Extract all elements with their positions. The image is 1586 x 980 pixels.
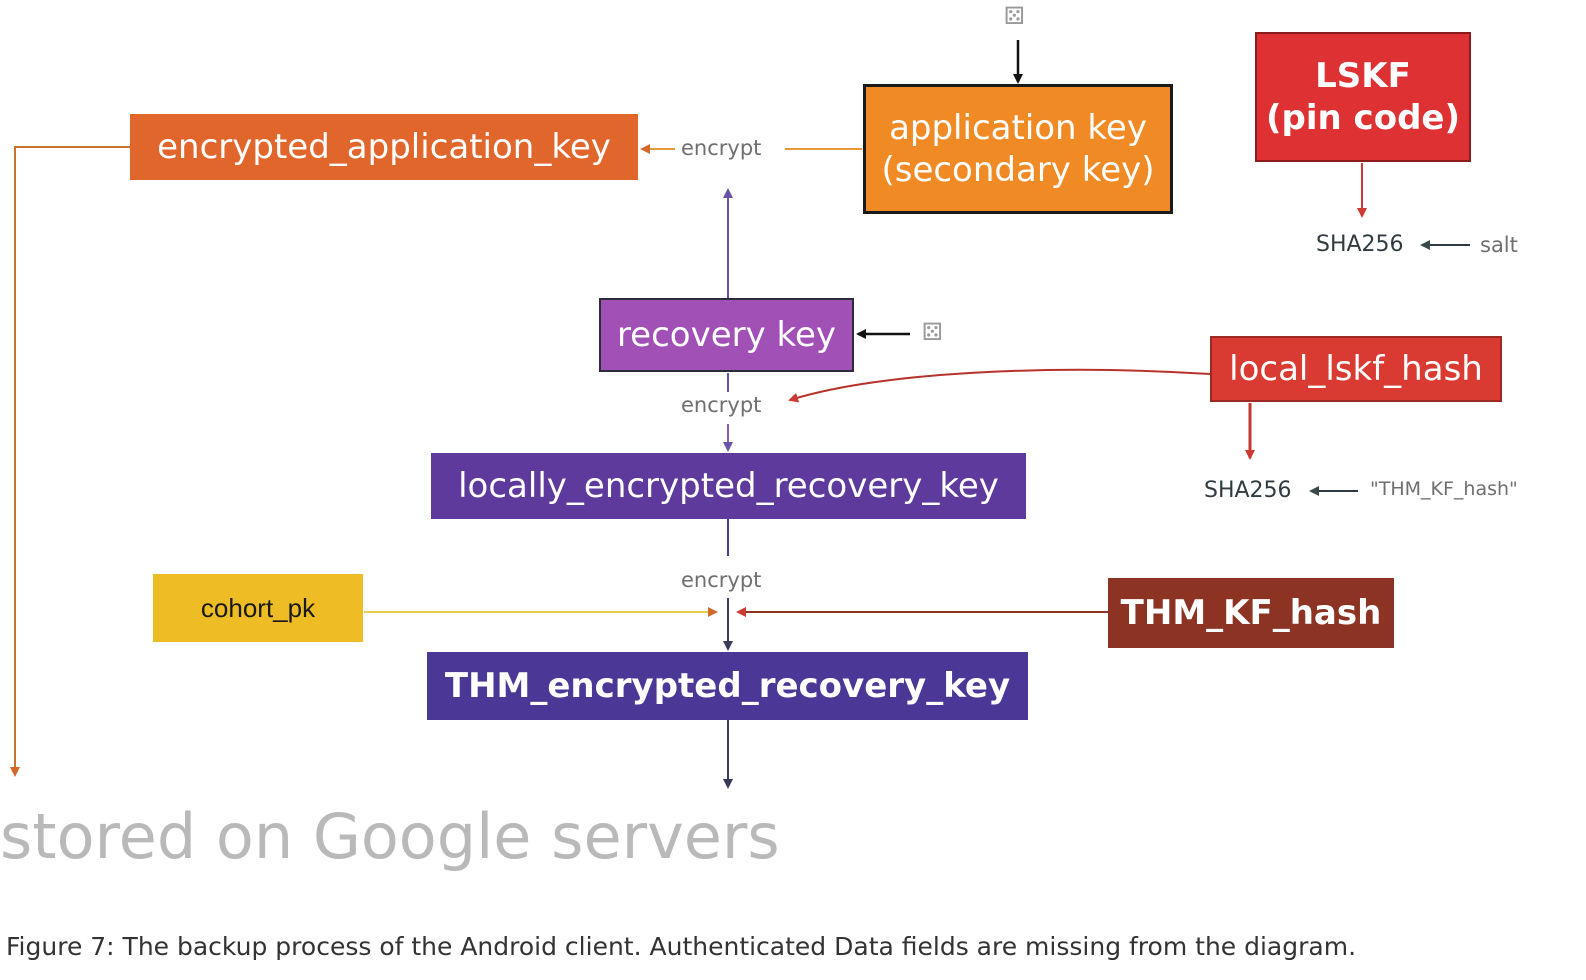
recovery-key-box: recovery key bbox=[599, 298, 854, 372]
locally-encrypted-recovery-key-label: locally_encrypted_recovery_key bbox=[458, 465, 999, 506]
encrypt-label-top: encrypt bbox=[681, 136, 762, 160]
application-key-sublabel: (secondary key) bbox=[881, 150, 1155, 190]
thm-encrypted-recovery-key-box: THM_encrypted_recovery_key bbox=[427, 652, 1028, 720]
application-key-box: application key (secondary key) bbox=[863, 84, 1173, 214]
lskf-label: LSKF bbox=[1315, 55, 1411, 96]
thm-kf-hash-label: THM_KF_hash bbox=[1120, 592, 1382, 633]
figure-caption: Figure 7: The backup process of the Andr… bbox=[6, 932, 1357, 961]
stored-on-google-servers: stored on Google servers bbox=[0, 800, 780, 873]
local-lskf-hash-label: local_lskf_hash bbox=[1229, 348, 1483, 389]
encrypt-label-middle: encrypt bbox=[681, 393, 762, 417]
lskf-sublabel: (pin code) bbox=[1265, 98, 1461, 138]
cohort-pk-box: cohort_pk bbox=[153, 574, 363, 642]
application-key-label: application key bbox=[889, 107, 1147, 148]
thm-kf-hash-box: THM_KF_hash bbox=[1108, 578, 1394, 648]
encrypted-application-key-label: encrypted_application_key bbox=[157, 126, 611, 167]
recovery-key-label: recovery key bbox=[616, 314, 837, 355]
die-icon: ⚄ bbox=[922, 318, 943, 346]
thm-kf-hash-string-label: "THM_KF_hash" bbox=[1370, 478, 1518, 500]
encrypt-label-bottom: encrypt bbox=[681, 568, 762, 592]
arrow-encrypted-application-key-to-storage bbox=[10, 146, 130, 777]
lskf-box: LSKF (pin code) bbox=[1255, 32, 1471, 162]
local-lskf-hash-box: local_lskf_hash bbox=[1210, 336, 1502, 402]
locally-encrypted-recovery-key-box: locally_encrypted_recovery_key bbox=[431, 453, 1026, 519]
arrow-local-lskf-hash-to-encrypt bbox=[788, 368, 1211, 403]
sha256-local-label: SHA256 bbox=[1204, 478, 1292, 503]
thm-encrypted-recovery-key-label: THM_encrypted_recovery_key bbox=[444, 665, 1011, 706]
salt-label: salt bbox=[1480, 233, 1518, 257]
cohort-pk-label: cohort_pk bbox=[200, 592, 316, 623]
sha256-lskf-label: SHA256 bbox=[1316, 232, 1404, 257]
encrypted-application-key-box: encrypted_application_key bbox=[130, 114, 638, 180]
die-icon: ⚄ bbox=[1004, 2, 1025, 30]
